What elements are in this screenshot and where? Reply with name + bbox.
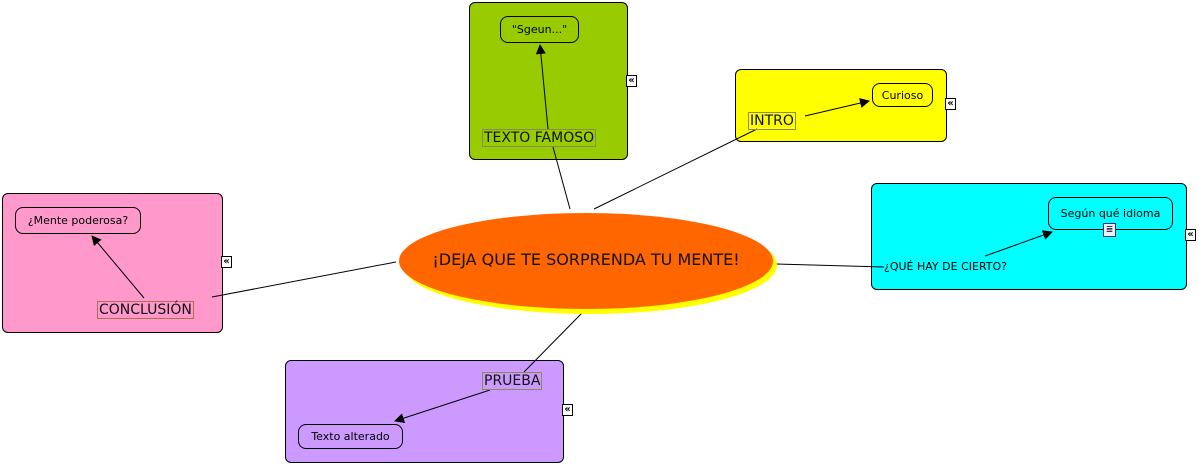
collapse-icon[interactable]: « (221, 256, 232, 268)
link-center-texto (552, 146, 571, 210)
group-texto-famoso[interactable] (469, 2, 628, 160)
group-que-hay[interactable] (871, 183, 1187, 290)
arrow-intro-curioso (804, 98, 870, 117)
document-icon[interactable]: ≣ (1103, 223, 1116, 237)
center-concept[interactable]: ¡DEJA QUE TE SORPRENDA TU MENTE! (432, 250, 740, 269)
node-texto-alterado[interactable]: Texto alterado (298, 424, 403, 449)
node-mente[interactable]: ¿Mente poderosa? (15, 207, 141, 234)
label-conclusion[interactable]: CONCLUSIÓN (97, 301, 194, 319)
group-conclusion[interactable] (2, 193, 223, 333)
link-center-intro (593, 128, 758, 210)
center-ellipse (399, 213, 773, 309)
arrow-texto-sgeun (535, 44, 549, 130)
label-que-hay[interactable]: ¿QUÉ HAY DE CIERTO? (884, 260, 1008, 273)
collapse-icon[interactable]: « (562, 404, 573, 416)
node-curioso[interactable]: Curioso (872, 83, 933, 107)
link-center-que (775, 263, 885, 268)
collapse-icon[interactable]: « (1185, 229, 1196, 241)
arrow-que-segun (984, 230, 1053, 257)
label-prueba[interactable]: PRUEBA (482, 372, 543, 390)
label-intro[interactable]: INTRO (748, 112, 796, 130)
collapse-icon[interactable]: « (945, 98, 956, 110)
arrow-prueba-texto (394, 389, 491, 423)
label-texto-famoso[interactable]: TEXTO FAMOSO (482, 129, 597, 147)
link-center-prueba (523, 312, 583, 373)
collapse-icon[interactable]: « (626, 75, 637, 87)
link-center-conclusion (211, 261, 397, 298)
arrow-conclusion-mente (91, 235, 145, 299)
node-sgeun[interactable]: "Sgeun..." (500, 16, 579, 43)
